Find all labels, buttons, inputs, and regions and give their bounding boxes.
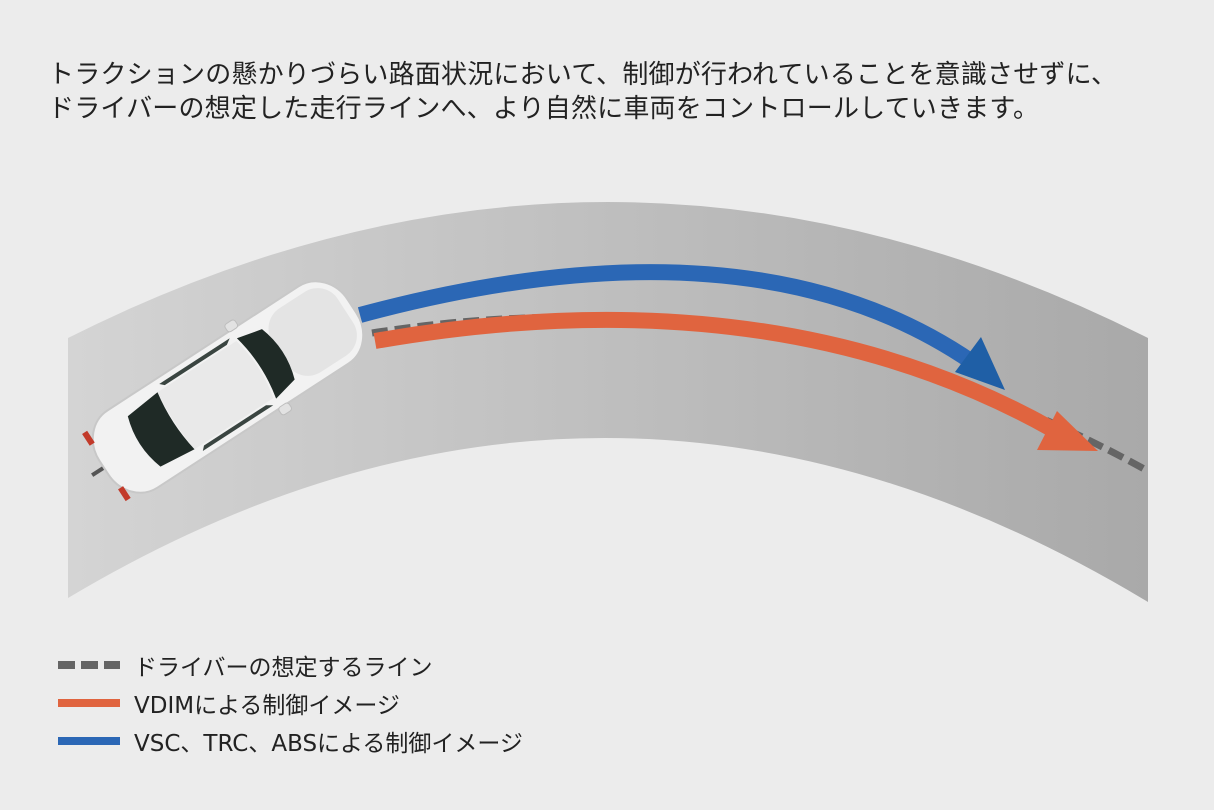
side-window-left xyxy=(159,338,230,386)
tail-light-left xyxy=(82,430,95,446)
vsc-arrowhead xyxy=(955,337,1005,390)
vsc-control-line xyxy=(357,264,977,369)
legend: ドライバーの想定するライン VDIMによる制御イメージ VSC、TRC、ABSに… xyxy=(58,646,523,760)
rear-window xyxy=(127,392,195,467)
vdim-arrowhead xyxy=(1037,411,1098,451)
legend-label: VDIMによる制御イメージ xyxy=(134,693,400,719)
mirror-right xyxy=(278,402,292,416)
windshield xyxy=(236,329,295,399)
legend-item-vdim: VDIMによる制御イメージ xyxy=(58,684,523,722)
legend-label: ドライバーの想定するライン xyxy=(134,655,433,681)
car-icon xyxy=(82,280,365,502)
roof xyxy=(157,341,274,450)
car-hood-shade xyxy=(268,288,357,376)
description-line-1: トラクションの懸かりづらい路面状況において、制御が行われていることを意識させずに… xyxy=(48,60,1118,90)
tail-light-right xyxy=(118,486,131,502)
description-line-2: ドライバーの想定した走行ラインへ、より自然に車両をコントロールしていきます。 xyxy=(48,94,1040,124)
legend-item-vsc: VSC、TRC、ABSによる制御イメージ xyxy=(58,722,523,760)
dashed-line-swatch xyxy=(58,661,120,669)
legend-label: VSC、TRC、ABSによる制御イメージ xyxy=(134,731,523,757)
tow-hook xyxy=(91,464,107,477)
orange-line-swatch xyxy=(58,699,120,707)
vdim-control-line xyxy=(373,311,1054,435)
mirror-left xyxy=(224,319,239,333)
legend-item-driver-line: ドライバーの想定するライン xyxy=(58,646,523,684)
description-text: トラクションの懸かりづらい路面状況において、制御が行われていることを意識させずに… xyxy=(48,58,1178,126)
side-window-right xyxy=(202,405,274,452)
blue-line-swatch xyxy=(58,737,120,745)
